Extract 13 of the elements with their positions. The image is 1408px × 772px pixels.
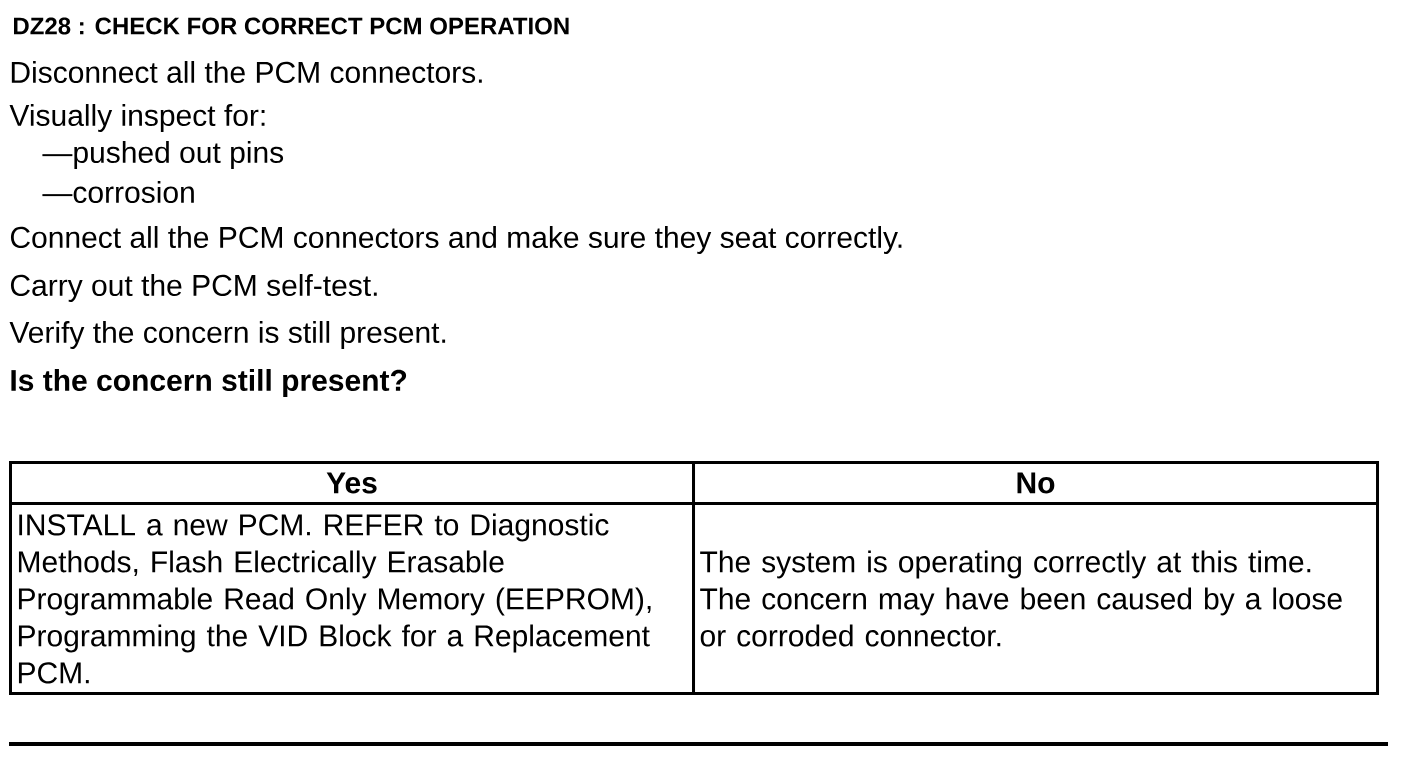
- heading: DZ28 : CHECK FOR CORRECT PCM OPERATION: [14, 17, 569, 35]
- header-cell: No: [692, 461, 1379, 505]
- text-line: Visually inspect for:: [9, 104, 265, 132]
- text-line: —corrosion: [42, 181, 194, 203]
- text-line: —pushed out pins: [42, 141, 284, 169]
- text-line: Disconnect all the PCM connectors.: [11, 61, 482, 83]
- text-line: Verify the concern is still present.: [9, 321, 446, 349]
- header-cell: Yes: [9, 461, 695, 505]
- text-line: Carry out the PCM self-test.: [10, 274, 377, 302]
- text-line: Is the concern still present?: [11, 369, 407, 397]
- table-cell: INSTALL a new PCM. REFER to Diagnostic Methods, Flash Electrically Erasable Programmable Read Only Memory (EEPROM), Programming the VID Block for a Replacement PCM.: [9, 502, 695, 695]
- table-cell: The system is operating correctly at this time. The concern may have been caused by a loose or corroded connector.: [692, 502, 1379, 695]
- text-line: Connect all the PCM connectors and make sure they seat correctly.: [10, 226, 902, 254]
